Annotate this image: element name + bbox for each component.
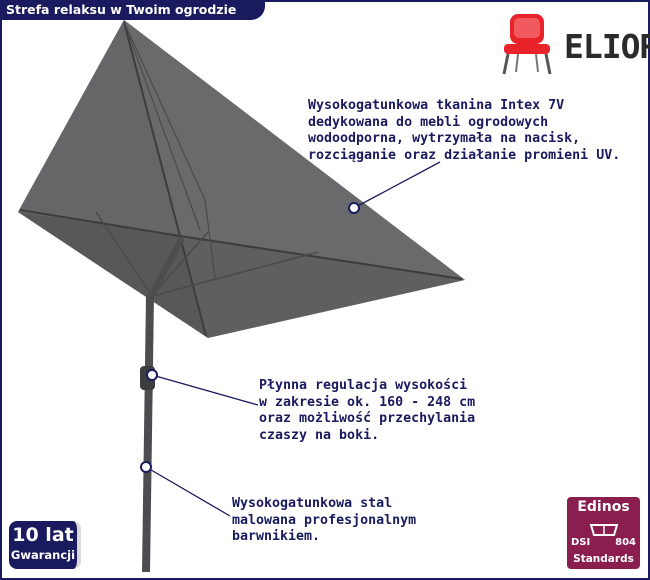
chair-icon [502,14,552,75]
standards-number: 804 [615,537,636,548]
warranty-years: 10 lat [12,524,74,546]
callout-line: dedykowana do mebli ogrodowych [308,114,549,130]
brand-logo: ELIOR [498,10,650,80]
callout-line: Wysokogatunkowa stal [232,496,393,511]
sofa-icon [589,524,619,536]
callout-line: Płynna regulacja wysokości [259,378,468,393]
callout-line: malowana profesjonalnym [232,512,417,528]
callout-line: rozciąganie oraz działanie promieni UV. [308,147,621,163]
steel-callout: Wysokogatunkowa stal malowana profesjona… [232,496,462,546]
warranty-badge: 10 lat Gwarancji [9,521,81,569]
standards-badge: Edinos DSI 804 Standards [567,497,640,569]
brand-name: ELIOR [564,27,650,66]
standards-brand: Edinos [577,499,630,515]
height-callout: Płynna regulacja wysokości w zakresie ok… [259,378,509,444]
callout-line: czaszy na boki. [259,427,380,443]
standards-label: Standards [573,553,634,565]
umbrella-pole [142,294,154,573]
callout-line: Wysokogatunkowa tkanina Intex 7V [308,98,565,113]
callout-line: w zakresie ok. 160 - 248 cm [259,394,476,410]
warranty-label: Gwarancji [10,548,76,562]
page-title: Strefa relaksu w Twoim ogrodzie [0,0,265,20]
standards-dsi: DSI [571,537,591,548]
callout-line: wodoodporna, wytrzymała na nacisk, [308,131,581,147]
steel-marker [140,461,152,473]
fabric-callout: Wysokogatunkowa tkanina Intex 7V dedykow… [308,98,638,164]
fabric-marker [348,202,360,214]
callout-line: oraz możliwość przechylania [259,411,476,427]
callout-line: barwnikiem. [232,529,321,545]
height-marker [146,369,158,381]
